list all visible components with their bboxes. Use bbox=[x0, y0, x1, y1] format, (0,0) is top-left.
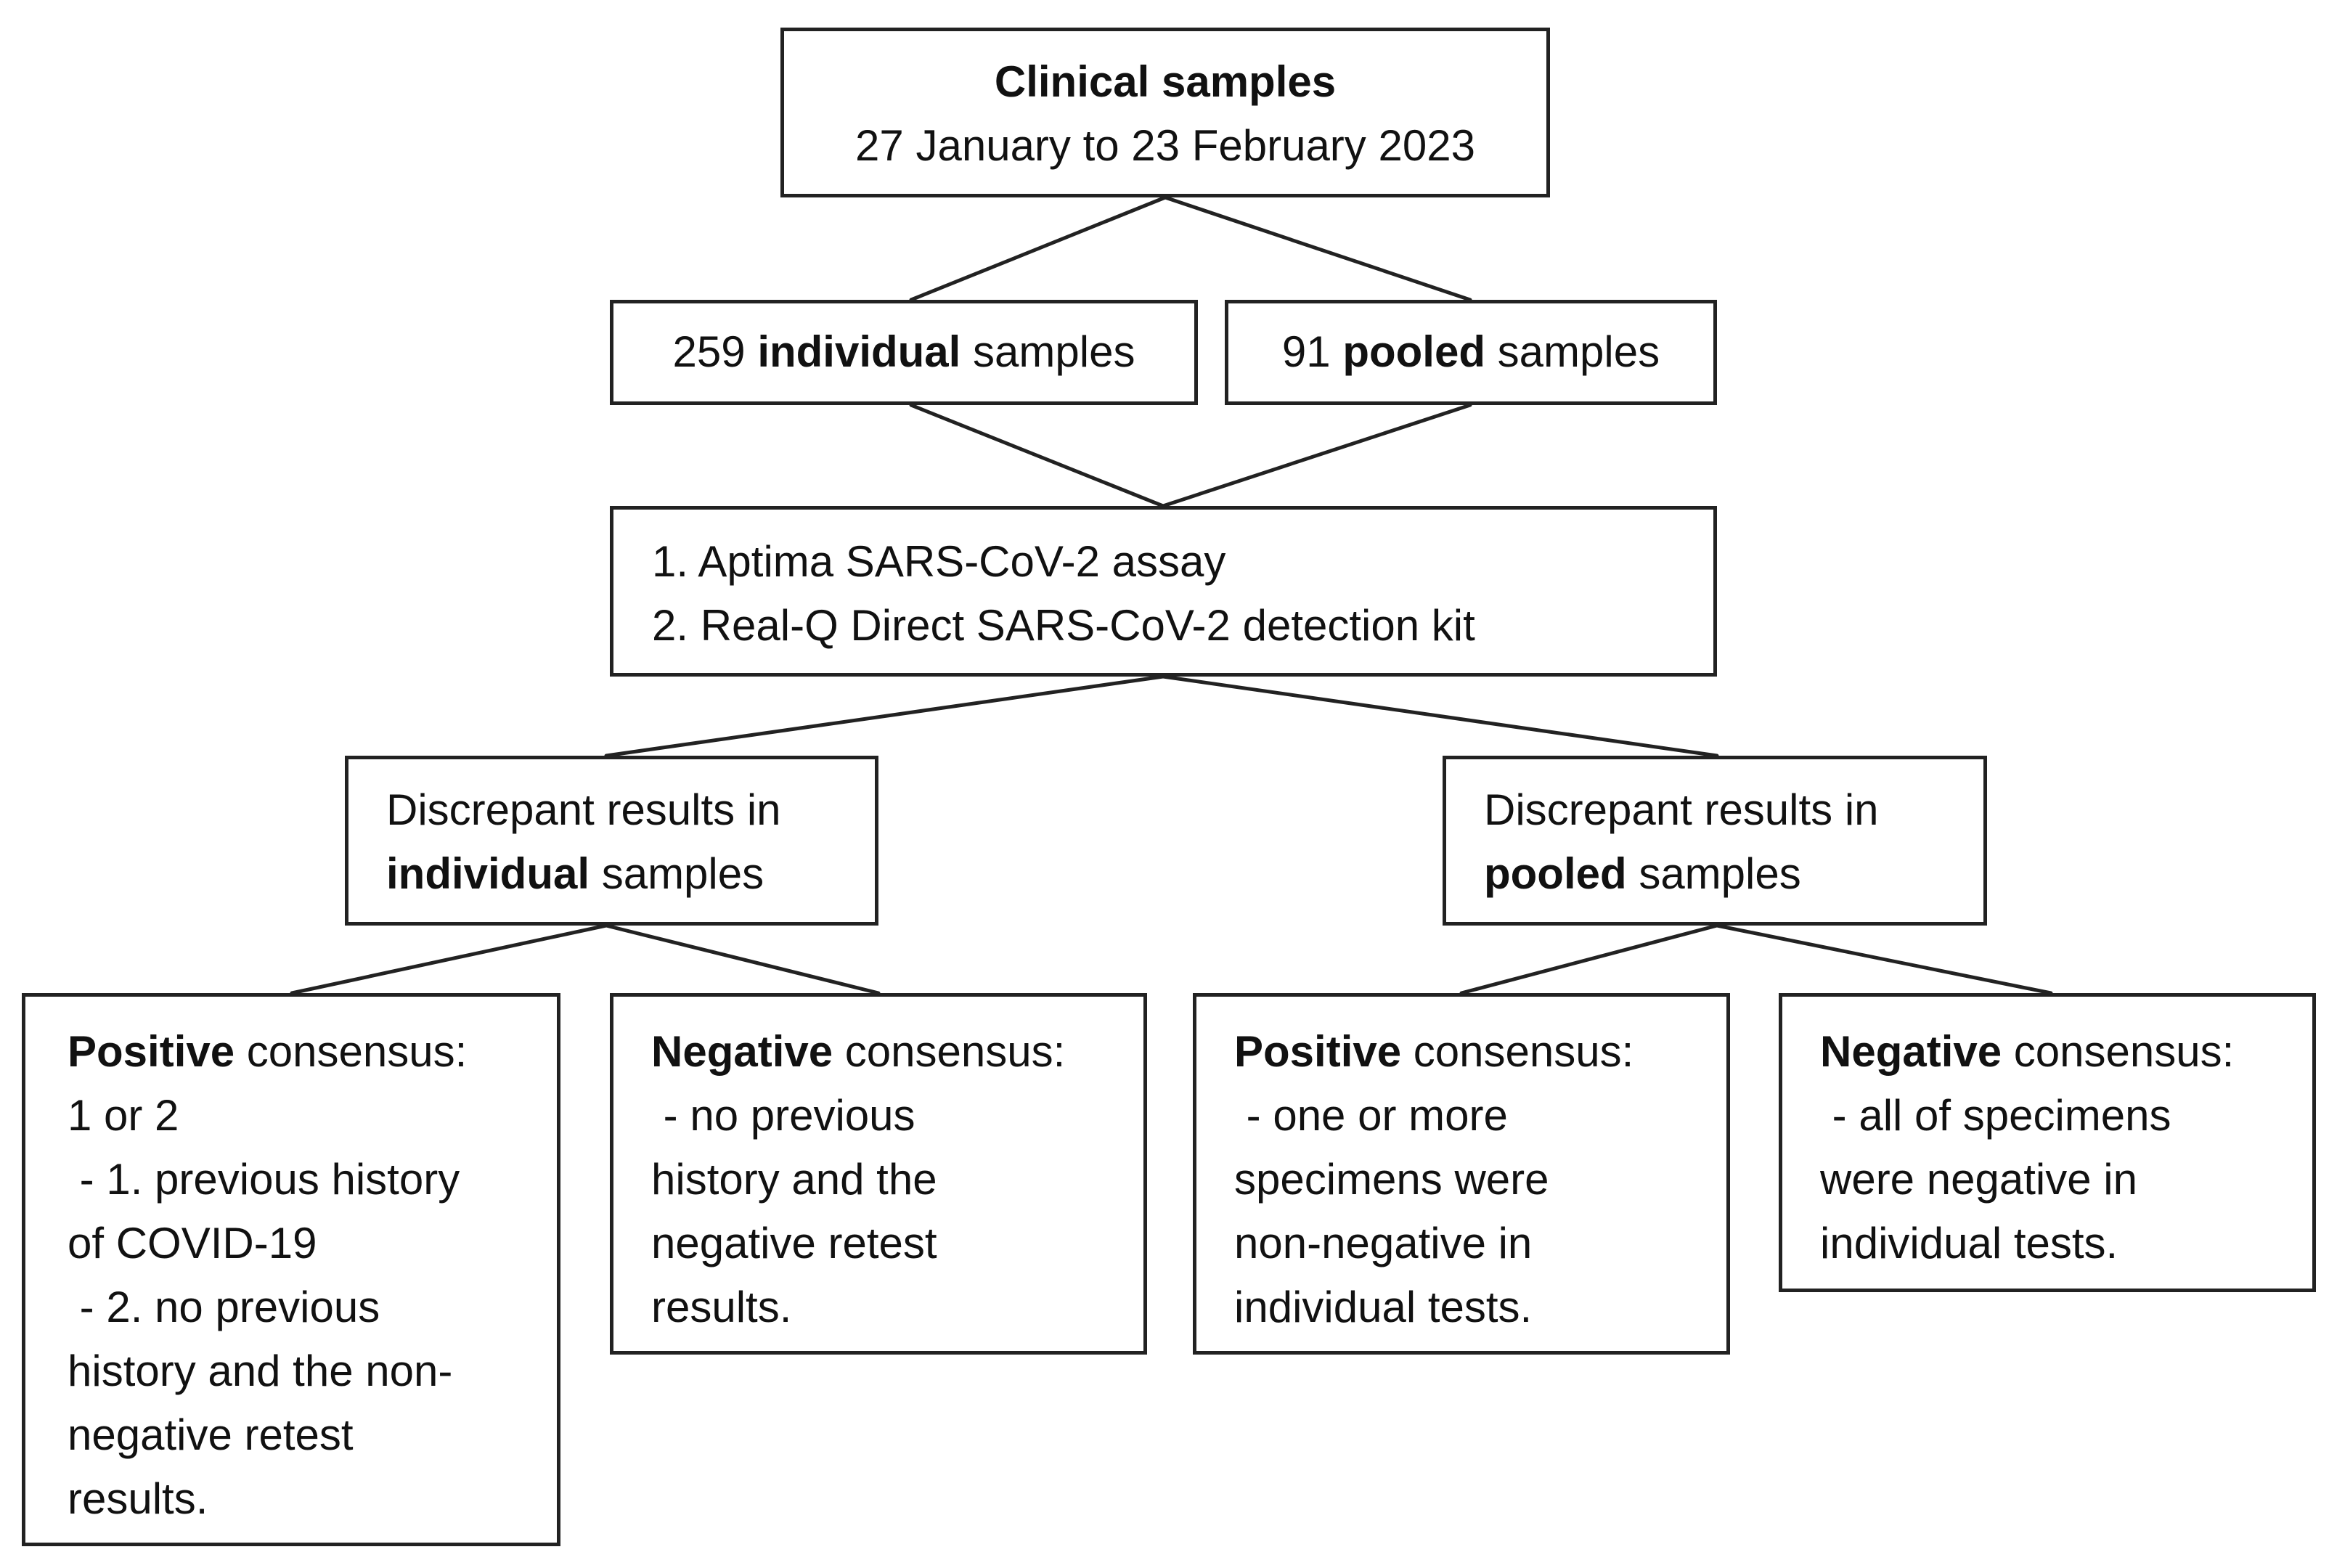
individual-negative-line: results. bbox=[651, 1283, 792, 1331]
connector-clinical-to-individual bbox=[909, 195, 1167, 302]
pooled-negative-line: - all of specimens bbox=[1820, 1091, 2171, 1140]
pooled-negative-consensus-box: Negative consensus: - all of specimens w… bbox=[1779, 993, 2316, 1292]
pooled-positive-line: specimens were bbox=[1234, 1155, 1549, 1204]
individual-negative-line: negative retest bbox=[651, 1219, 937, 1267]
connector-individual-to-assays bbox=[909, 403, 1165, 508]
connector-discrepant-pooled-to-negative bbox=[1715, 923, 2053, 995]
connector-assays-to-discrepant-individual bbox=[604, 674, 1165, 758]
assay-1: 1. Aptima SARS-CoV-2 assay bbox=[652, 537, 1226, 586]
individual-negative-line: - no previous bbox=[651, 1091, 915, 1140]
connector-discrepant-individual-to-positive bbox=[290, 923, 608, 995]
discrepant-individual-line1: Discrepant results in bbox=[386, 785, 781, 834]
pooled-positive-line: non-negative in bbox=[1234, 1219, 1533, 1267]
individual-positive-line: - 2. no previous bbox=[68, 1283, 380, 1331]
individual-positive-line: - 1. previous history bbox=[68, 1155, 460, 1204]
discrepant-pooled-line2: pooled samples bbox=[1484, 849, 1801, 898]
clinical-samples-title: Clinical samples bbox=[994, 57, 1337, 106]
connector-discrepant-pooled-to-positive bbox=[1459, 923, 1719, 995]
individual-positive-line: history and the non- bbox=[68, 1347, 453, 1395]
individual-positive-line: 1 or 2 bbox=[68, 1091, 179, 1140]
pooled-positive-heading: Positive consensus: bbox=[1234, 1027, 1634, 1076]
individual-positive-line: of COVID-19 bbox=[68, 1219, 317, 1267]
pooled-positive-consensus-box: Positive consensus: - one or more specim… bbox=[1193, 993, 1730, 1355]
connector-clinical-to-pooled bbox=[1163, 195, 1472, 302]
clinical-samples-box: Clinical samples 27 January to 23 Februa… bbox=[780, 28, 1550, 197]
individual-samples-label: 259 individual samples bbox=[672, 327, 1135, 376]
individual-positive-heading: Positive consensus: bbox=[68, 1027, 468, 1076]
pooled-samples-label: 91 pooled samples bbox=[1281, 327, 1660, 376]
individual-negative-heading: Negative consensus: bbox=[651, 1027, 1066, 1076]
pooled-positive-line: - one or more bbox=[1234, 1091, 1508, 1140]
individual-positive-consensus-box: Positive consensus: 1 or 2 - 1. previous… bbox=[22, 993, 560, 1546]
connector-discrepant-individual-to-negative bbox=[604, 923, 881, 995]
pooled-negative-heading: Negative consensus: bbox=[1820, 1027, 2235, 1076]
clinical-samples-period: 27 January to 23 February 2023 bbox=[855, 121, 1475, 170]
discrepant-pooled-line1: Discrepant results in bbox=[1484, 785, 1879, 834]
connector-pooled-to-assays bbox=[1161, 403, 1472, 508]
individual-negative-consensus-box: Negative consensus: - no previous histor… bbox=[610, 993, 1147, 1355]
assays-box: 1. Aptima SARS-CoV-2 assay 2. Real-Q Dir… bbox=[610, 506, 1717, 677]
discrepant-pooled-box: Discrepant results in pooled samples bbox=[1443, 756, 1987, 926]
individual-positive-line: results. bbox=[68, 1474, 208, 1523]
individual-samples-box: 259 individual samples bbox=[610, 300, 1198, 405]
discrepant-individual-box: Discrepant results in individual samples bbox=[345, 756, 878, 926]
individual-negative-line: history and the bbox=[651, 1155, 937, 1204]
pooled-negative-line: were negative in bbox=[1820, 1155, 2137, 1204]
individual-positive-line: negative retest bbox=[68, 1410, 354, 1459]
pooled-samples-box: 91 pooled samples bbox=[1225, 300, 1717, 405]
pooled-positive-line: individual tests. bbox=[1234, 1283, 1533, 1331]
pooled-negative-line: individual tests. bbox=[1820, 1219, 2118, 1267]
assay-2: 2. Real-Q Direct SARS-CoV-2 detection ki… bbox=[652, 601, 1475, 650]
discrepant-individual-line2: individual samples bbox=[386, 849, 764, 898]
connector-assays-to-discrepant-pooled bbox=[1161, 674, 1719, 758]
